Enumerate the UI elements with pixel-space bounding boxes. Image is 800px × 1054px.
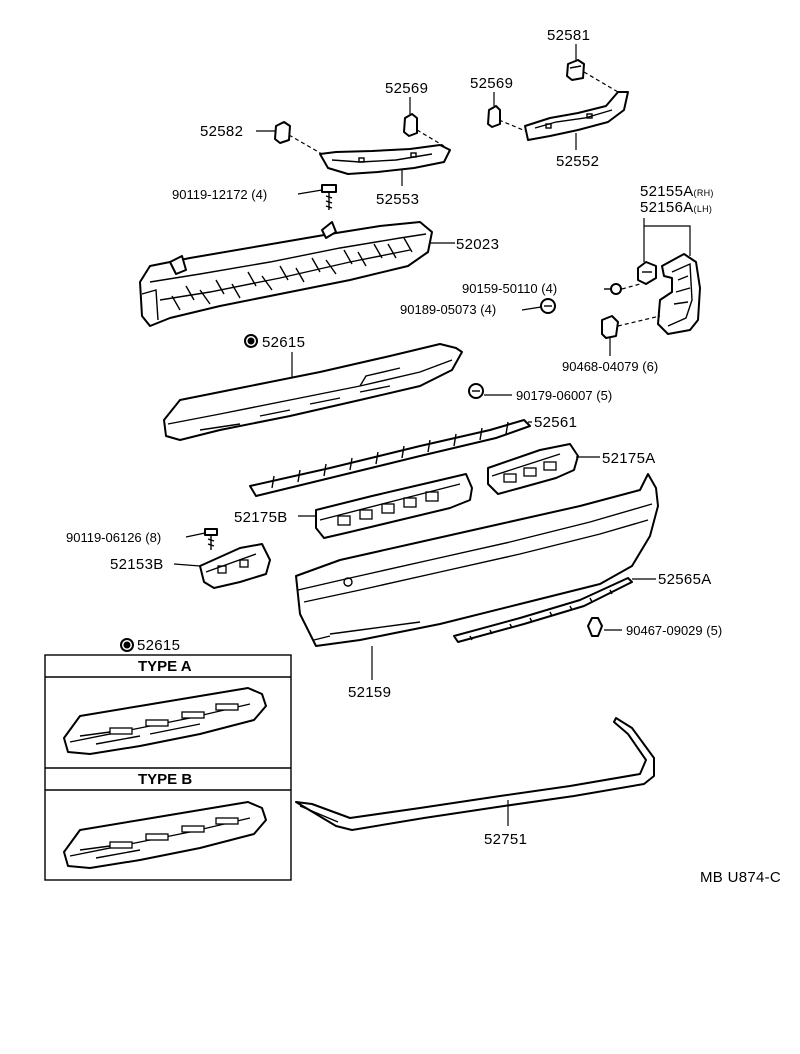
label-52023: 52023 [456, 236, 499, 253]
label-90159-50110: 90159-50110 (4) [462, 281, 557, 296]
part-52175A[interactable] [487, 443, 579, 495]
label-90189-05073: 90189-05073 (4) [400, 302, 496, 317]
part-52615[interactable] [163, 343, 463, 441]
part-52023[interactable] [139, 221, 433, 327]
part-52159[interactable] [295, 473, 659, 647]
label-90467-09029: 90467-09029 (5) [626, 623, 722, 638]
type-a-title: TYPE A [138, 658, 192, 675]
label-52615-type: 52615 [137, 637, 180, 654]
part-52561[interactable] [249, 419, 531, 497]
part-52553[interactable] [319, 144, 451, 175]
part-90119-12172[interactable] [321, 184, 337, 210]
type-b-absorber[interactable] [63, 801, 267, 869]
label-52569-right: 52569 [470, 75, 513, 92]
label-52751: 52751 [484, 831, 527, 848]
type-box [44, 654, 292, 881]
marker-dot-icon [123, 641, 131, 649]
part-52569-left[interactable] [403, 113, 418, 137]
part-clip-nut[interactable] [637, 261, 657, 285]
label-52581: 52581 [547, 27, 590, 44]
label-52553: 52553 [376, 191, 419, 208]
label-52153B: 52153B [110, 556, 164, 573]
part-52751[interactable] [295, 717, 655, 831]
part-90179-06007[interactable] [468, 383, 484, 399]
type-a-absorber[interactable] [63, 687, 267, 755]
part-52565A[interactable] [453, 577, 633, 643]
label-90468-04079: 90468-04079 (6) [562, 359, 658, 374]
type-b-title: TYPE B [138, 771, 192, 788]
label-52582: 52582 [200, 123, 243, 140]
part-90468-04079[interactable] [601, 315, 619, 339]
label-52175A: 52175A [602, 450, 656, 467]
label-52175B: 52175B [234, 509, 288, 526]
part-52552[interactable] [524, 91, 629, 141]
label-52565A: 52565A [658, 571, 712, 588]
part-52582[interactable] [274, 121, 291, 144]
part-90119-06126[interactable] [204, 528, 218, 550]
label-90119-06126: 90119-06126 (8) [66, 530, 161, 545]
part-52175B[interactable] [315, 473, 473, 539]
label-52156A: 52156A(LH) [640, 199, 712, 216]
label-52569-left: 52569 [385, 80, 428, 97]
part-52155A-bracket[interactable] [657, 253, 701, 335]
diagram-code: MB U874-C [700, 869, 781, 886]
label-52561: 52561 [534, 414, 577, 431]
part-52569-right[interactable] [487, 105, 501, 128]
marker-dot-icon [247, 337, 255, 345]
label-52155A: 52155A(RH) [640, 183, 714, 200]
label-90179-06007: 90179-06007 (5) [516, 388, 612, 403]
part-52153B[interactable] [199, 543, 271, 589]
part-90467-09029[interactable] [587, 617, 603, 637]
label-52615: 52615 [262, 334, 305, 351]
label-90119-12172: 90119-12172 (4) [172, 187, 267, 202]
label-52552: 52552 [556, 153, 599, 170]
part-90159-50110[interactable] [604, 283, 622, 295]
part-52581[interactable] [566, 59, 585, 81]
label-52159: 52159 [348, 684, 391, 701]
part-90189-05073[interactable] [540, 298, 556, 314]
